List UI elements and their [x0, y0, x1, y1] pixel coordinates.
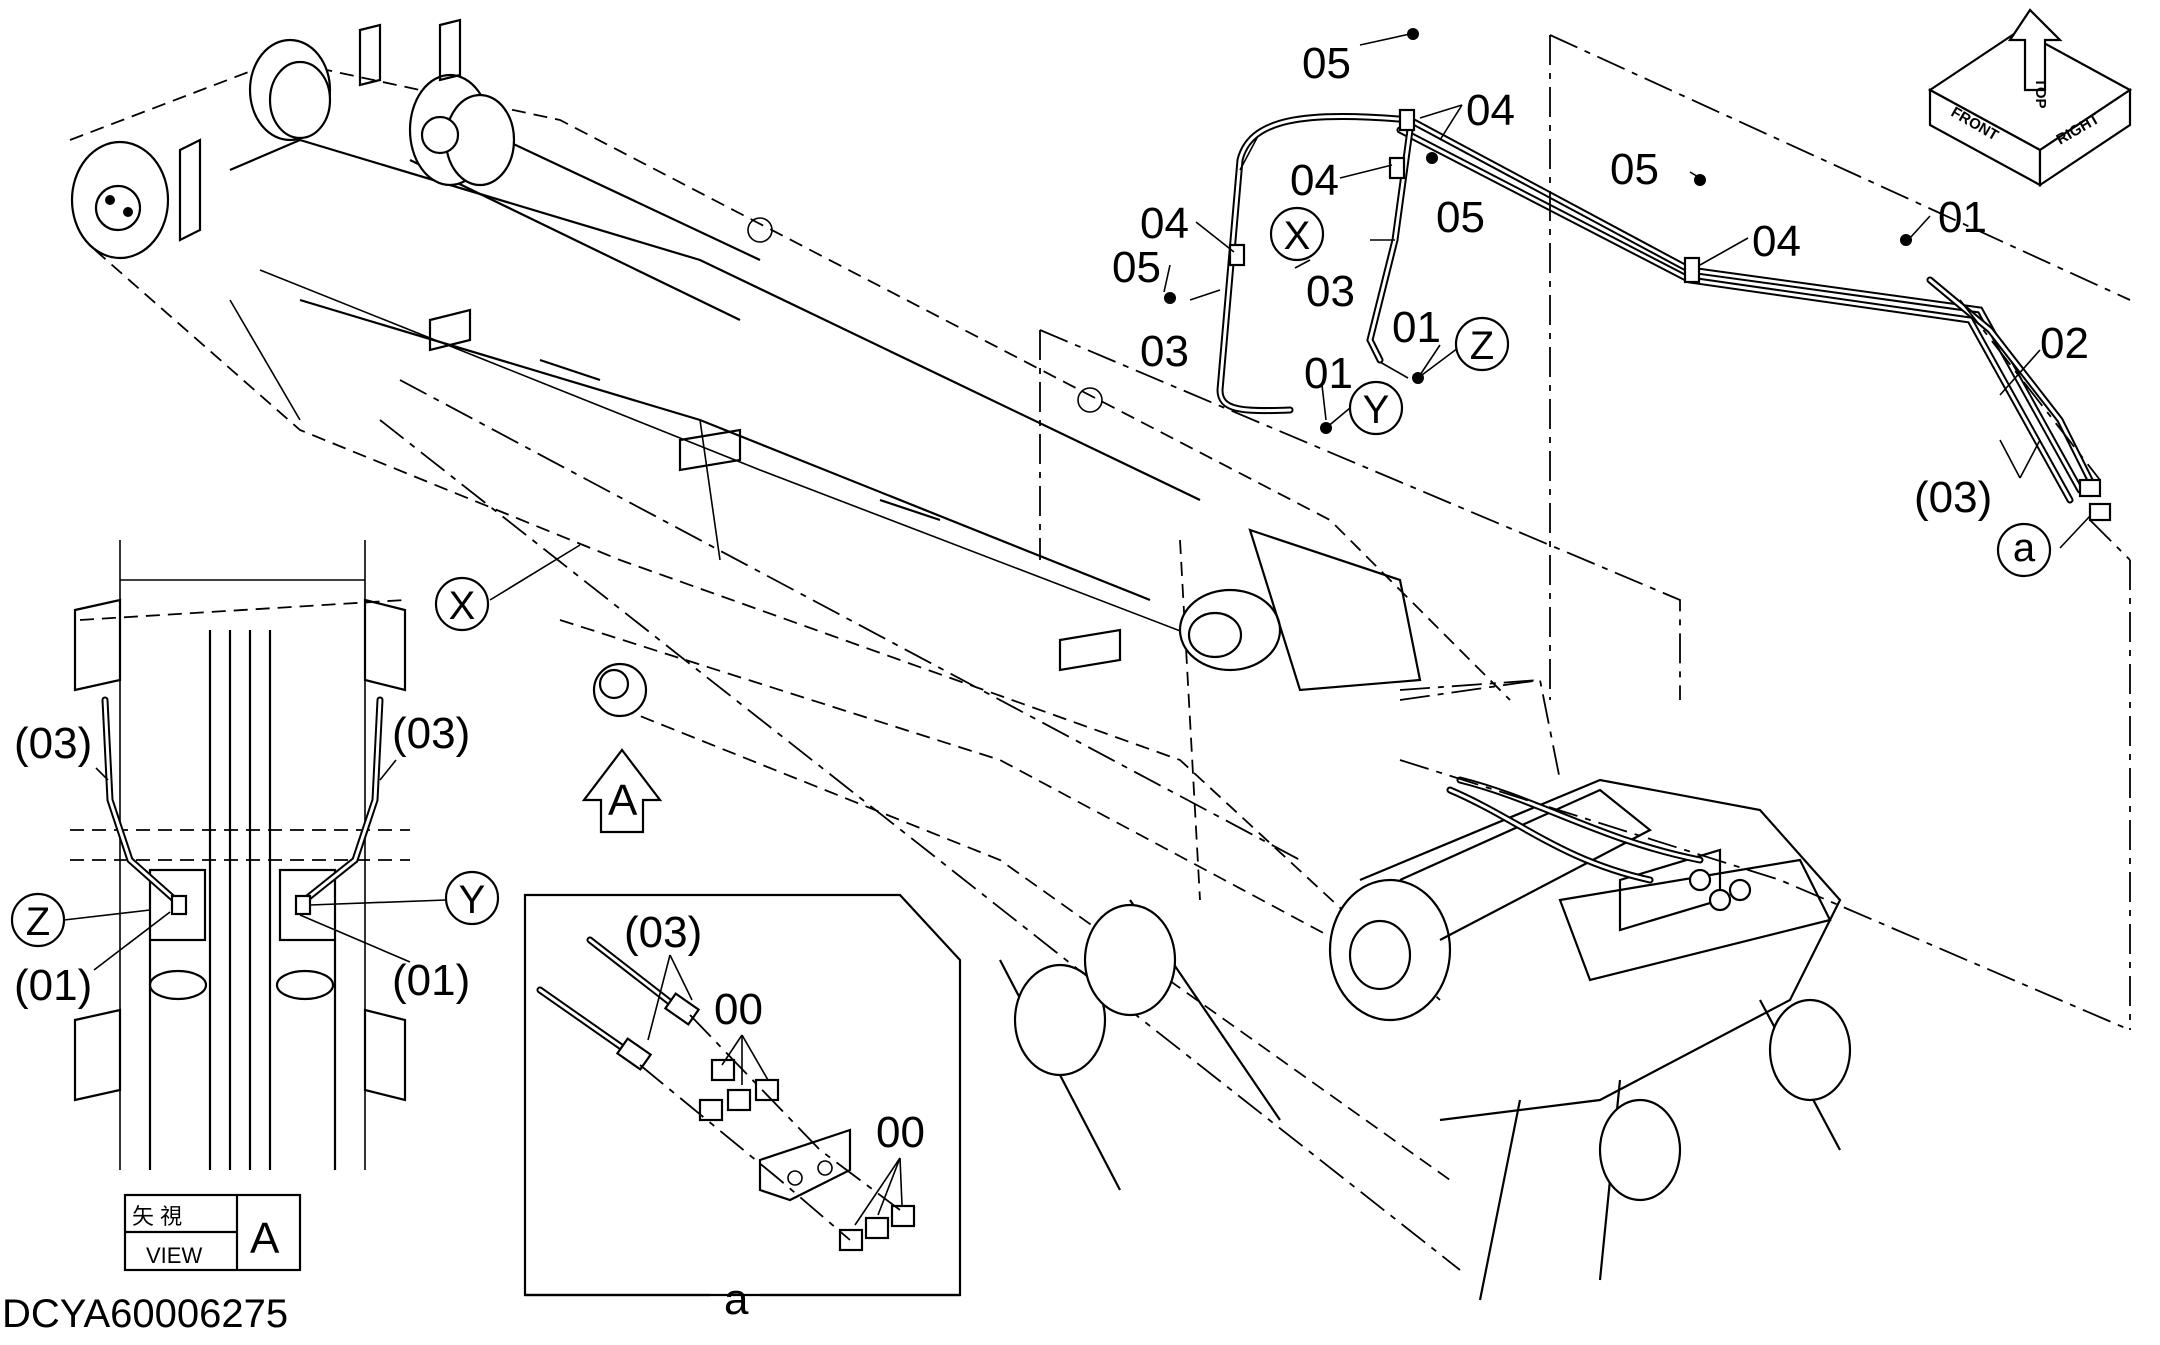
label-03-paren: (03): [624, 908, 702, 957]
view-a-inset: [70, 540, 410, 1170]
ref-z-upper-text: Z: [1470, 324, 1494, 368]
ref-z-view-a: Z: [10, 892, 66, 948]
label-05: 05: [1436, 193, 1485, 242]
ref-a: a: [1996, 522, 2052, 578]
view-arrow-letter: A: [608, 776, 638, 825]
ref-x-upper-text: X: [1284, 214, 1311, 258]
label-04: 04: [1290, 156, 1339, 205]
label-03-paren: (03): [1914, 473, 1992, 522]
label-03-paren: (03): [392, 709, 470, 758]
label-03: 03: [1140, 327, 1189, 376]
ref-y-upper: Y: [1348, 380, 1404, 436]
label-04: 04: [1466, 86, 1515, 135]
ref-x-boom: X: [434, 576, 490, 632]
view-arrow-a: A: [581, 748, 663, 834]
label-03-paren: (03): [14, 719, 92, 768]
label-05: 05: [1610, 145, 1659, 194]
part-labels: 05 04 04 05 04 05 03 03 01 01 05 04 01 0…: [14, 39, 2089, 1324]
ref-y-view-a-text: Y: [459, 878, 486, 922]
view-box: 矢 視 VIEW A: [123, 1193, 302, 1272]
label-00: 00: [714, 985, 763, 1034]
ref-z-view-a-text: Z: [26, 900, 50, 944]
ref-y-upper-text: Y: [1363, 388, 1390, 432]
view-box-letter: A: [250, 1214, 280, 1263]
label-01: 01: [1392, 303, 1441, 352]
ref-z-upper: Z: [1454, 316, 1510, 372]
circled-refs: X Z Y a X Z Y: [10, 206, 2052, 948]
view-box-view-label: VIEW: [146, 1243, 202, 1268]
label-02: 02: [2040, 319, 2089, 368]
cube-top-label: TOP: [2032, 78, 2049, 109]
label-04: 04: [1752, 217, 1801, 266]
hose-routing-detail: [1039, 28, 2131, 1031]
ref-y-view-a: Y: [444, 870, 500, 926]
label-03: 03: [1306, 267, 1355, 316]
ref-x-boom-text: X: [449, 584, 476, 628]
label-01-paren: (01): [14, 961, 92, 1010]
ref-a-text: a: [2013, 526, 2036, 570]
front-attachment: [1328, 678, 1852, 1301]
fitting-group-upper: [698, 1058, 780, 1122]
label-04: 04: [1140, 199, 1189, 248]
drawing-id: DCYA60006275: [2, 1292, 288, 1336]
label-01: 01: [1938, 193, 1987, 242]
orientation-cube: TOP FRONT RIGHT: [1927, 8, 2133, 188]
label-00: 00: [876, 1108, 925, 1157]
fitting-group-lower: [838, 1204, 916, 1252]
label-01-paren: (01): [392, 956, 470, 1005]
detail-a-caption: a: [724, 1275, 749, 1324]
label-05: 05: [1112, 243, 1161, 292]
label-05: 05: [1302, 39, 1351, 88]
detail-a-inset: [523, 893, 962, 1297]
boom-structure: [69, 18, 1511, 1271]
label-01: 01: [1304, 349, 1353, 398]
ref-x-upper: X: [1269, 206, 1325, 262]
leader-lines: [63, 33, 2091, 1226]
view-box-kanji: 矢 視: [132, 1204, 182, 1229]
